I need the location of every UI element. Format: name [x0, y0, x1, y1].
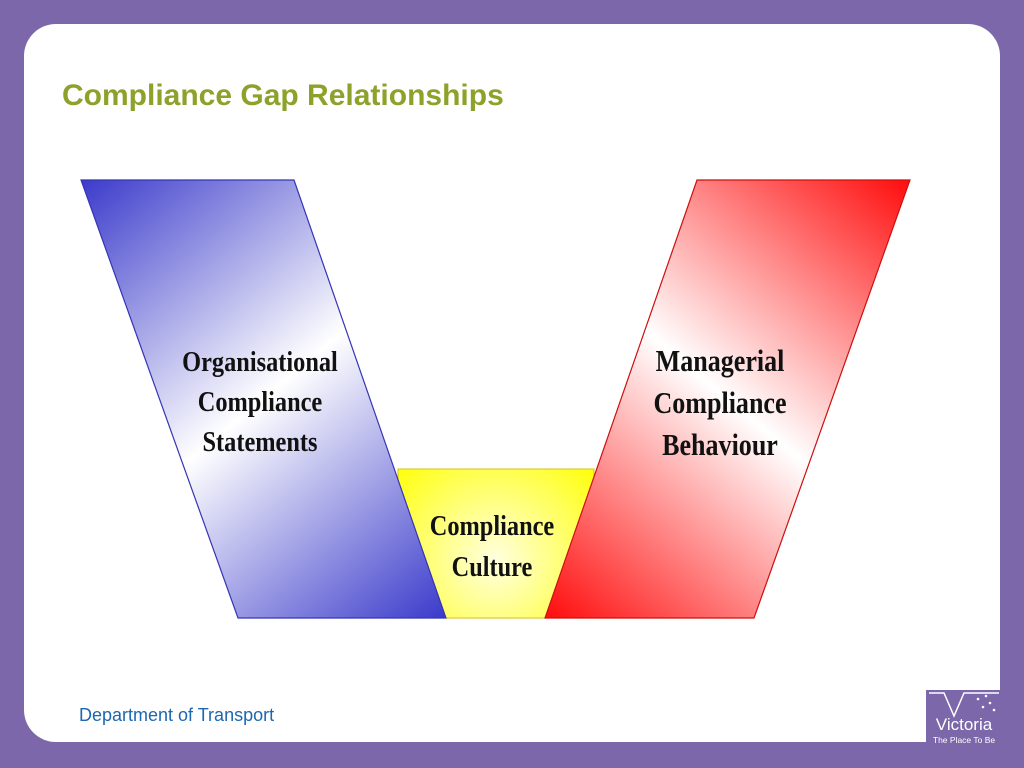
victoria-logo: Victoria The Place To Be [926, 690, 1002, 748]
slide-title: Compliance Gap Relationships [62, 79, 504, 112]
label-compliance-culture: Compliance Culture [429, 510, 555, 583]
label-managerial-compliance-behaviour: Managerial Compliance Behaviour [653, 343, 787, 462]
star-icon [988, 701, 992, 705]
star-icon [981, 705, 985, 709]
label-organisational-compliance-statements: Organisational Compliance Statements [182, 346, 338, 458]
footer-department: Department of Transport [79, 705, 275, 725]
right-block-managerial-behaviour [544, 179, 911, 619]
left-block-organisational-statements [80, 179, 447, 619]
star-icon [984, 694, 988, 698]
star-icon [992, 708, 996, 712]
victoria-logo-name: Victoria [936, 715, 993, 734]
star-icon [976, 697, 980, 701]
victoria-logo-tagline: The Place To Be [933, 735, 995, 745]
